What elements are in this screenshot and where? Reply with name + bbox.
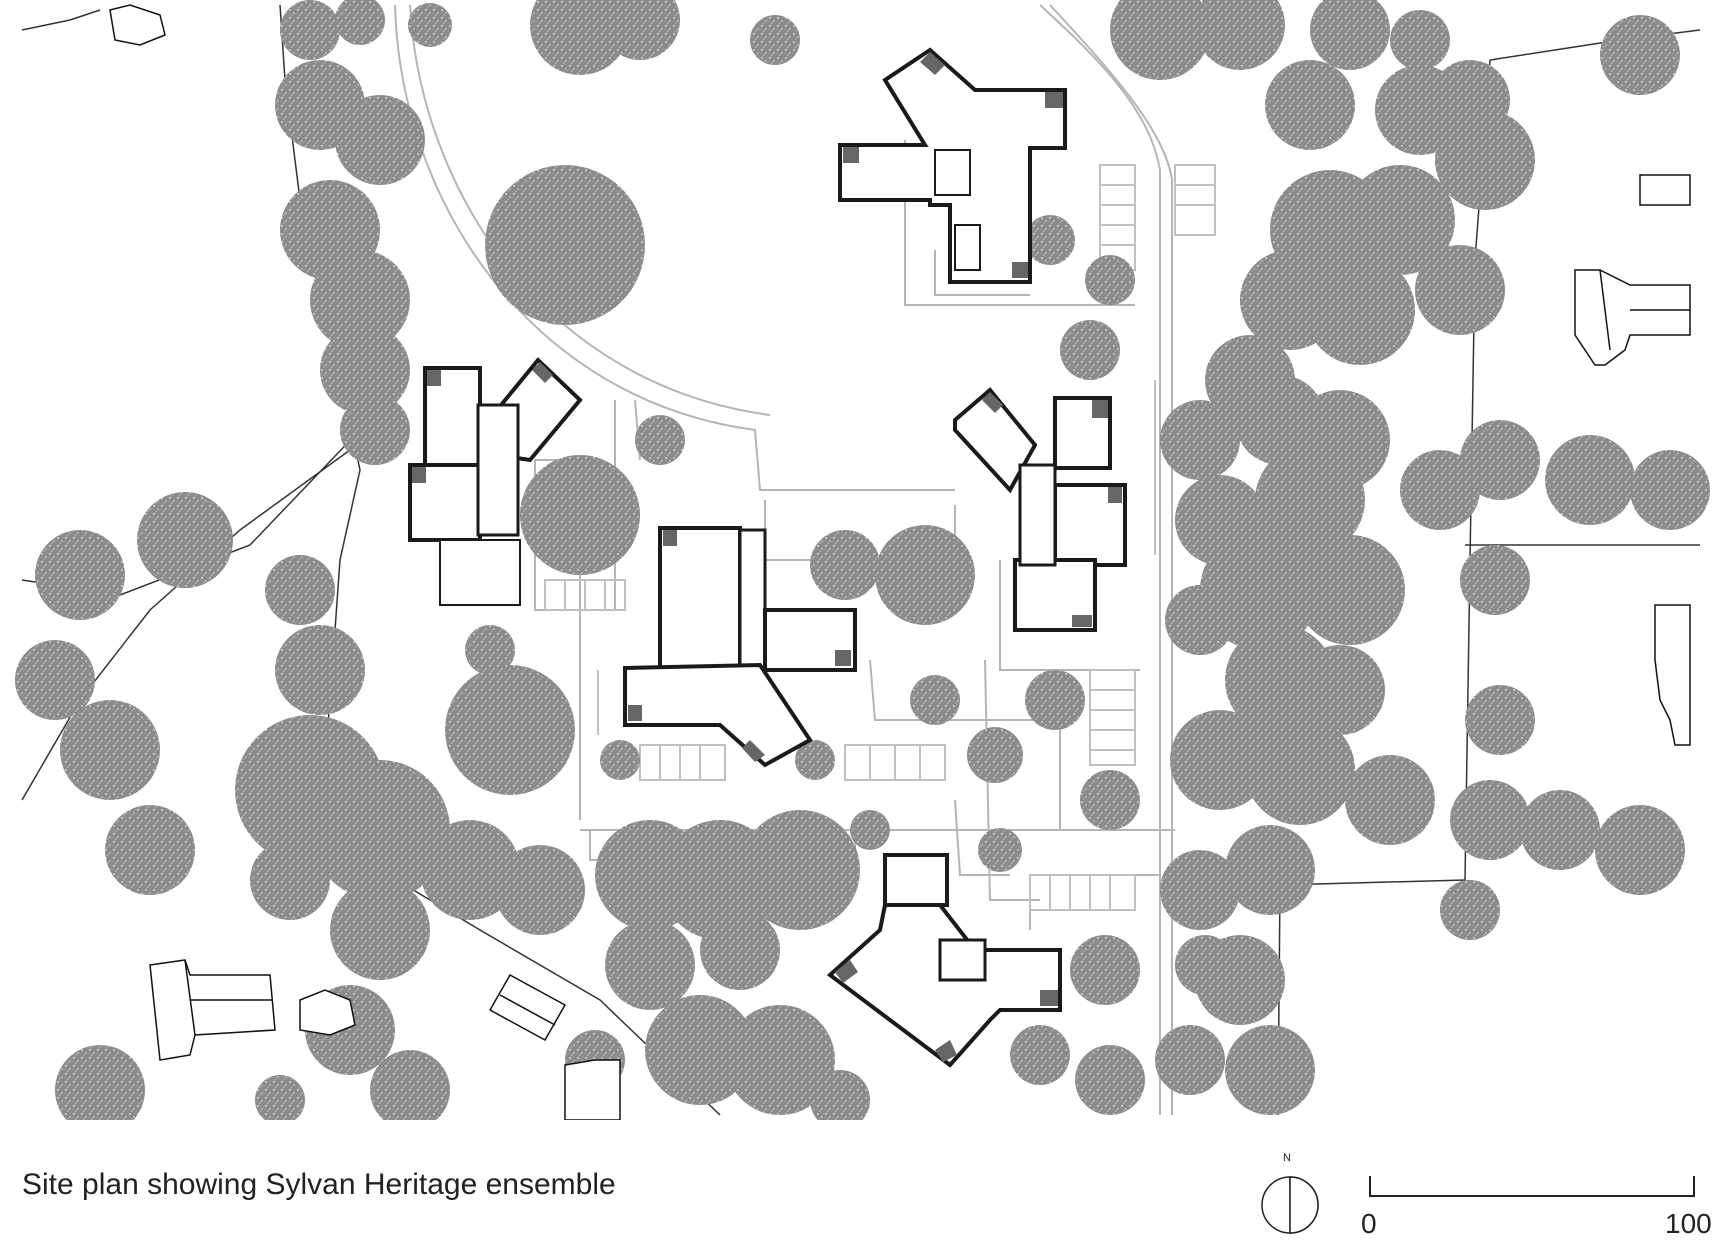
scale-end-label: 100: [1665, 1208, 1712, 1239]
tree-canopy: [15, 0, 1710, 1120]
north-arrow-icon: [1261, 1176, 1319, 1234]
building-east: [953, 387, 1127, 632]
scale-start-label: 0: [1361, 1208, 1377, 1239]
scale-bar: [1369, 1176, 1695, 1197]
building-north: [838, 47, 1067, 284]
site-plan-map: [15, 0, 1710, 1120]
parking-stalls: [544, 164, 1216, 911]
north-label: N: [1283, 1152, 1291, 1164]
neighbouring-houses: [109, 4, 1691, 1120]
building-west: [408, 357, 583, 606]
building-south: [826, 853, 1062, 1068]
building-center: [623, 526, 857, 768]
figure-caption: Site plan showing Sylvan Heritage ensemb…: [22, 1168, 616, 1201]
